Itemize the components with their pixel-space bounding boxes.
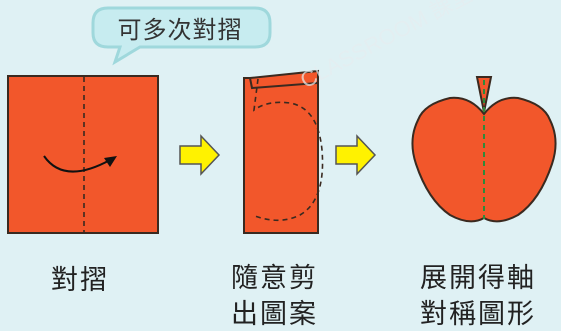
apple-stem bbox=[475, 76, 493, 113]
speech-bubble bbox=[91, 6, 272, 66]
folded-paper-with-cut-line bbox=[243, 69, 324, 234]
step-3-caption-line1: 展開得軸 bbox=[420, 263, 536, 294]
step-2-caption-line1: 隨意剪 bbox=[231, 263, 318, 294]
step-2-caption-line2: 出圖案 bbox=[231, 299, 318, 330]
dashed-cut-line-icon bbox=[252, 78, 324, 222]
right-arrow-icon bbox=[179, 134, 221, 176]
folding-square-paper bbox=[7, 75, 159, 234]
apple-symmetric-shape bbox=[411, 76, 557, 223]
bubble-text: 可多次對摺 bbox=[117, 15, 243, 44]
step-1-caption: 對摺 bbox=[51, 265, 109, 296]
right-arrow-icon bbox=[335, 134, 377, 176]
step-3-caption-line2: 對稱圖形 bbox=[420, 299, 536, 330]
curved-arrow-icon bbox=[43, 155, 111, 173]
